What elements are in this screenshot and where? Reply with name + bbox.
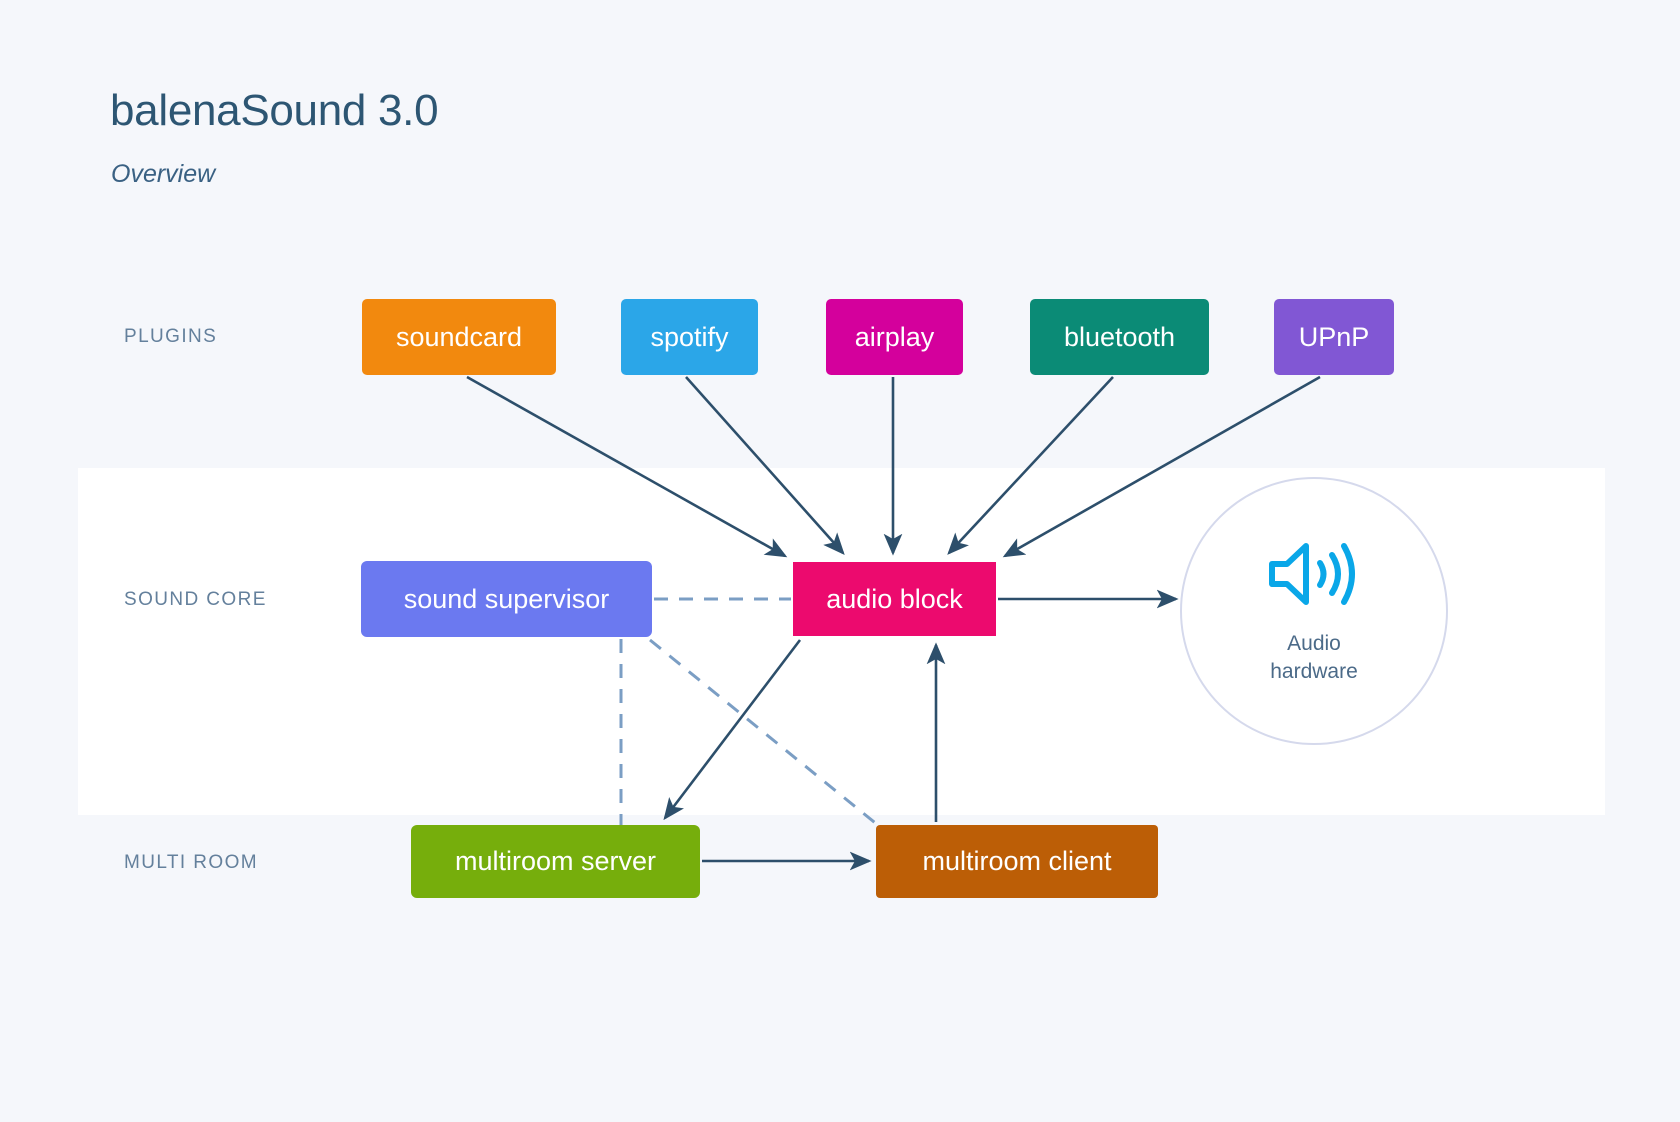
- plugin-node-upnp[interactable]: UPnP: [1274, 299, 1394, 375]
- plugin-node-bluetooth[interactable]: bluetooth: [1030, 299, 1209, 375]
- edge-spotify-to-audio-block: [685, 376, 845, 555]
- speaker-icon: [1268, 537, 1360, 616]
- edge-audio-block-to-multiroom-server: [663, 639, 802, 821]
- edge-supervisor-to-multiroom-client: [649, 638, 880, 828]
- edge-upnp-to-audio-block: [1002, 375, 1321, 558]
- plugin-node-airplay[interactable]: airplay: [826, 299, 963, 375]
- node-multiroom-server[interactable]: multiroom server: [411, 825, 700, 898]
- row-label-multi-room: MULTI ROOM: [124, 852, 258, 873]
- page-subtitle: Overview: [111, 160, 216, 188]
- page-title: balenaSound 3.0: [110, 86, 439, 135]
- row-label-plugins: PLUGINS: [124, 326, 218, 347]
- audio-hardware-label-line1: Audio: [1287, 632, 1341, 656]
- row-label-sound-core: SOUND CORE: [124, 589, 267, 610]
- node-audio-block[interactable]: audio block: [793, 562, 996, 636]
- node-audio-hardware[interactable]: Audio hardware: [1180, 477, 1448, 745]
- edge-soundcard-to-audio-block: [466, 375, 788, 558]
- plugin-node-soundcard[interactable]: soundcard: [362, 299, 556, 375]
- node-sound-supervisor[interactable]: sound supervisor: [361, 561, 652, 637]
- node-multiroom-client[interactable]: multiroom client: [876, 825, 1158, 898]
- plugin-node-spotify[interactable]: spotify: [621, 299, 758, 375]
- edge-bluetooth-to-audio-block: [947, 376, 1114, 555]
- audio-hardware-label-line2: hardware: [1270, 659, 1358, 683]
